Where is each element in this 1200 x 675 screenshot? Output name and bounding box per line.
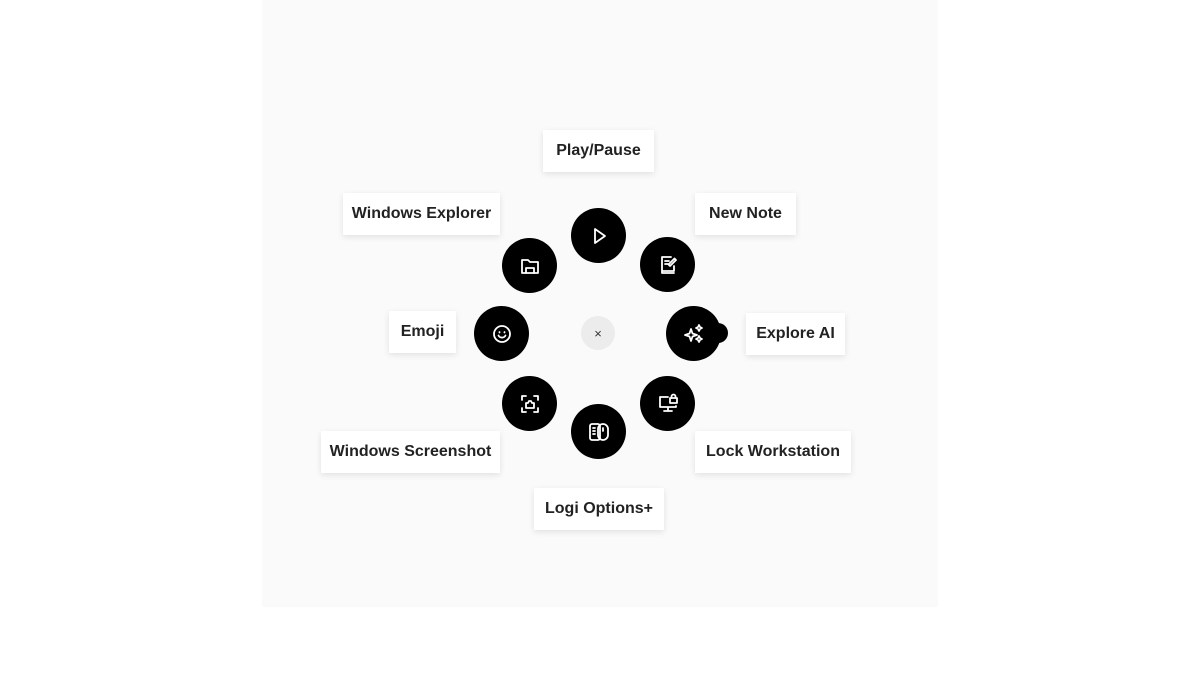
explore-ai-button[interactable] (666, 306, 721, 361)
windows-explorer-button[interactable] (502, 238, 557, 293)
windows-screenshot-button[interactable] (502, 376, 557, 431)
explore-ai-label[interactable]: Explore AI (746, 313, 845, 355)
emoji-button[interactable] (474, 306, 529, 361)
play-icon (593, 227, 606, 244)
screenshot-icon (520, 394, 539, 413)
sparkles-icon (683, 323, 703, 343)
lock-workstation-label[interactable]: Lock Workstation (695, 431, 851, 473)
play-pause-button[interactable] (571, 208, 626, 263)
new-note-button[interactable] (640, 237, 695, 292)
smiley-icon (492, 324, 511, 343)
folder-icon (520, 258, 539, 274)
lock-workstation-button[interactable] (640, 376, 695, 431)
windows-screenshot-label[interactable]: Windows Screenshot (321, 431, 500, 473)
logi-options-button[interactable] (571, 404, 626, 459)
note-edit-icon (660, 255, 677, 274)
mouse-icon (588, 422, 609, 441)
logi-options-label[interactable]: Logi Options+ (534, 488, 664, 530)
windows-explorer-label[interactable]: Windows Explorer (343, 193, 500, 235)
close-button[interactable]: × (581, 316, 615, 350)
monitor-lock-icon (658, 393, 678, 412)
play-pause-label[interactable]: Play/Pause (543, 130, 654, 172)
new-note-label[interactable]: New Note (695, 193, 796, 235)
emoji-label[interactable]: Emoji (389, 311, 456, 353)
